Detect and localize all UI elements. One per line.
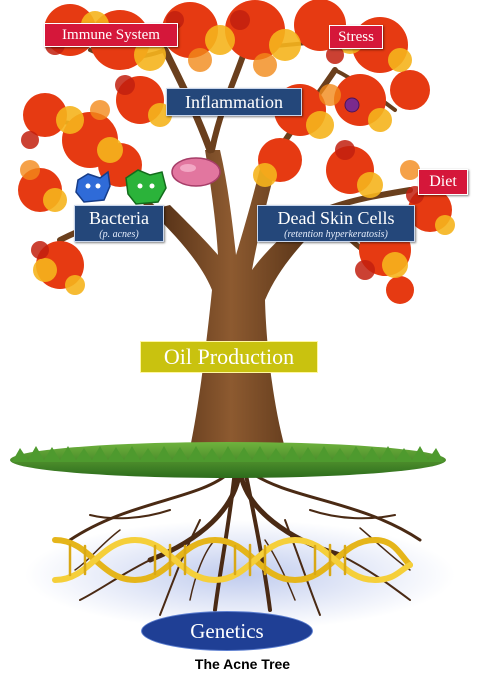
- label-bacteria: Bacteria (p. acnes): [74, 205, 164, 242]
- label-immune-system: Immune System: [44, 23, 178, 47]
- label-oil-production: Oil Production: [140, 341, 318, 373]
- label-stress: Stress: [329, 25, 383, 49]
- label-oil-production-text: Oil Production: [163, 344, 295, 369]
- label-dead-skin-cells-subtext: (retention hyperkeratosis): [284, 229, 388, 240]
- label-bacteria-text: Bacteria: [89, 208, 149, 228]
- roots: [68, 467, 422, 616]
- label-immune-system-text: Immune System: [62, 27, 160, 43]
- label-genetics: Genetics: [141, 611, 313, 651]
- figure-caption: The Acne Tree: [194, 656, 291, 672]
- label-stress-text: Stress: [338, 29, 374, 45]
- label-dead-skin-cells-text: Dead Skin Cells: [277, 208, 395, 228]
- purple-bacteria-icon: [344, 97, 360, 113]
- dna-helix-icon: [52, 536, 413, 584]
- label-diet: Diet: [418, 169, 468, 195]
- blue-bacteria-icon: [75, 170, 111, 203]
- label-inflammation: Inflammation: [166, 88, 302, 116]
- pink-bacteria-icon: [171, 157, 221, 187]
- label-inflammation-text: Inflammation: [185, 92, 283, 112]
- tree-trunk: [150, 150, 330, 448]
- label-dead-skin-cells: Dead Skin Cells (retention hyperkeratosi…: [257, 205, 415, 242]
- label-genetics-text: Genetics: [190, 619, 264, 643]
- green-bacteria-icon: [125, 169, 167, 205]
- grass: [10, 442, 446, 478]
- label-diet-text: Diet: [429, 173, 457, 190]
- label-bacteria-subtext: (p. acnes): [99, 229, 139, 240]
